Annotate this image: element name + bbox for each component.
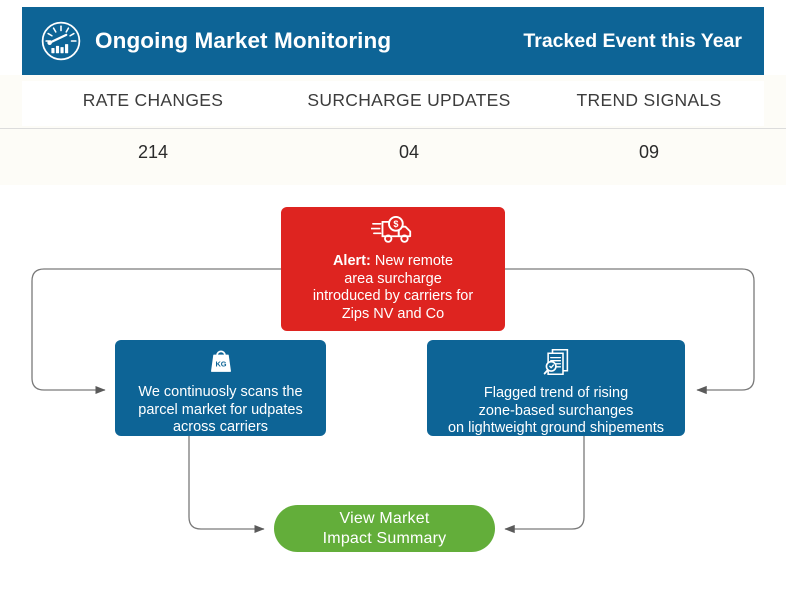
connector-alert-to-scan	[31, 268, 281, 395]
stat-header-rate-changes: RATE CHANGES	[22, 90, 284, 111]
stat-value: 04	[398, 142, 420, 162]
stat-label: TREND SIGNALS	[576, 90, 722, 110]
view-market-impact-summary-button[interactable]: View Market Impact Summary	[274, 505, 495, 552]
alert-card[interactable]: $ Alert: New remote area surcharge intro…	[281, 207, 505, 331]
stats-value-row: 214 04 09	[22, 142, 764, 163]
stats-header-row: RATE CHANGES SURCHARGE UPDATES TREND SIG…	[22, 90, 764, 111]
stat-value-rate-changes: 214	[22, 142, 284, 163]
alert-text: Alert: New remote area surcharge introdu…	[313, 253, 473, 324]
stat-label: RATE CHANGES	[82, 90, 224, 110]
document-search-icon	[541, 348, 571, 381]
connector-alert-to-flag	[505, 268, 755, 395]
flow-diagram: $ Alert: New remote area surcharge intro…	[0, 185, 786, 598]
svg-text:$: $	[393, 219, 398, 229]
alert-strong-label: Alert:	[332, 253, 371, 269]
svg-text:KG: KG	[215, 359, 226, 368]
stat-value-trend-signals: 09	[534, 142, 764, 163]
stat-value-surcharge-updates: 04	[284, 142, 534, 163]
flag-card[interactable]: Flagged trend of rising zone-based surch…	[427, 340, 685, 436]
flag-text: Flagged trend of rising zone-based surch…	[447, 385, 665, 437]
stats-card-background	[22, 81, 764, 126]
page-title: Ongoing Market Monitoring	[95, 28, 392, 53]
stats-divider	[0, 128, 786, 129]
connector-flag-to-cta	[504, 436, 585, 534]
stat-value: 214	[137, 142, 169, 162]
stats-band	[0, 75, 786, 185]
cta-label: View Market Impact Summary	[322, 509, 447, 547]
stat-value: 09	[638, 142, 660, 162]
tracked-event-label: Tracked Event this Year	[523, 29, 742, 52]
stat-label: SURCHARGE UPDATES	[307, 90, 511, 110]
flow-connectors	[31, 268, 755, 534]
header-bar: Ongoing Market Monitoring Tracked Event …	[22, 7, 764, 75]
stat-header-trend-signals: TREND SIGNALS	[534, 90, 764, 111]
header-left-group: Ongoing Market Monitoring	[40, 20, 523, 62]
weight-kg-icon: KG	[206, 348, 236, 380]
gauge-chart-icon	[40, 20, 82, 62]
scan-text: We continuosly scans the parcel market f…	[138, 384, 303, 436]
alert-body-label: New remote area surcharge introduced by …	[312, 253, 474, 323]
scan-card[interactable]: KG We continuosly scans the parcel marke…	[115, 340, 326, 436]
connector-scan-to-cta	[188, 436, 265, 534]
delivery-truck-dollar-icon: $	[370, 215, 415, 250]
stat-header-surcharge-updates: SURCHARGE UPDATES	[284, 90, 534, 111]
